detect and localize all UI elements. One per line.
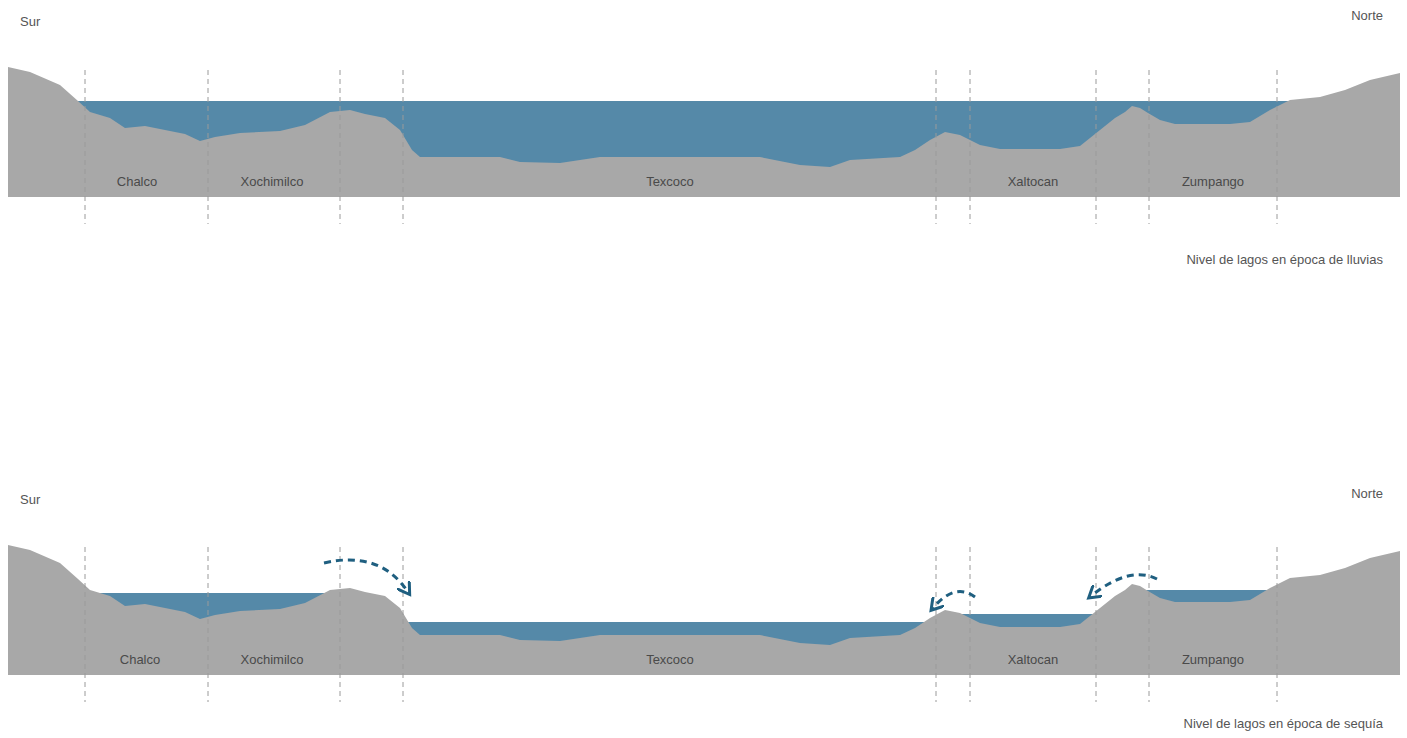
direction-label: Sur — [20, 14, 40, 30]
lake-name: Zumpango — [1182, 652, 1244, 668]
lake-name: Zumpango — [1182, 174, 1244, 190]
direction-label: Sur — [20, 492, 40, 508]
panel-caption: Nivel de lagos en época de lluvias — [1186, 252, 1383, 268]
flow-arrows — [324, 560, 1157, 608]
lake-name: Xaltocan — [1008, 174, 1059, 190]
section-dividers — [85, 70, 1277, 702]
ground-profile — [8, 67, 1400, 197]
panel-caption: Nivel de lagos en época de sequía — [1184, 716, 1383, 732]
lake-name: Texcoco — [646, 652, 694, 668]
lake-name: Chalco — [120, 652, 160, 668]
ground-profile — [8, 545, 1400, 675]
lake-name: Xochimilco — [241, 174, 304, 190]
lake-name: Chalco — [117, 174, 157, 190]
direction-label: Norte — [1351, 486, 1383, 502]
direction-label: Norte — [1351, 8, 1383, 24]
lake-name: Xochimilco — [241, 652, 304, 668]
lake-name: Xaltocan — [1008, 652, 1059, 668]
lake-name: Texcoco — [646, 174, 694, 190]
